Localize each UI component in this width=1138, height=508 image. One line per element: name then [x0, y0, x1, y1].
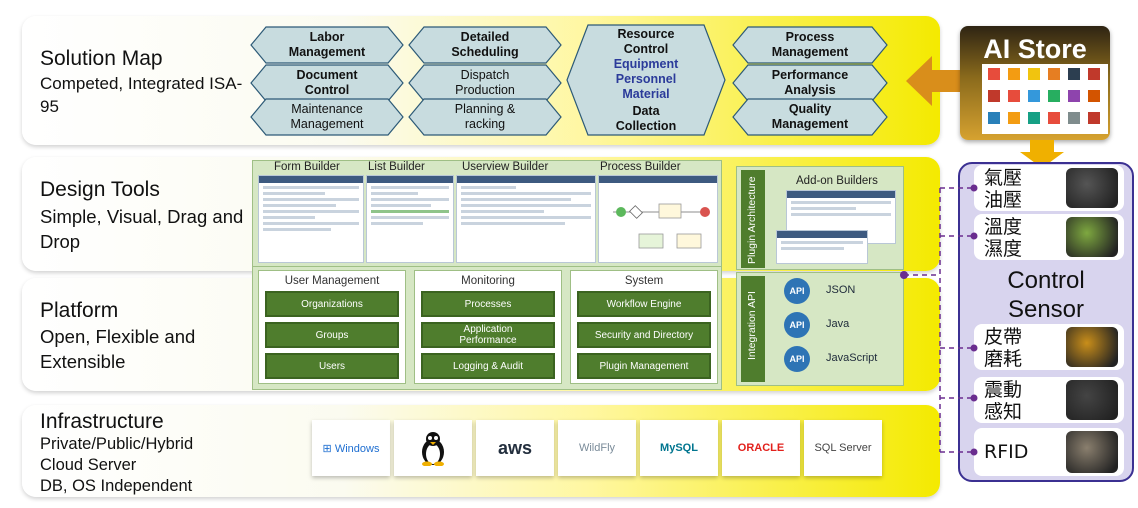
aws-logo: aws: [476, 420, 554, 476]
platform-item-button[interactable]: Security and Directory: [577, 322, 711, 348]
builder-title-list: List Builder: [368, 161, 425, 173]
platform-group-title: System: [624, 275, 664, 287]
platform-subtitle: Open, Flexible and Extensible: [40, 326, 196, 372]
platform-group-title: User Management: [284, 275, 380, 287]
resource-control-label: Resource Control: [617, 26, 675, 56]
solution-hex-label: Performance Analysis: [771, 68, 849, 97]
infrastructure-title: Infrastructure: [40, 410, 164, 433]
solution-hex-label: Planning & racking: [454, 102, 516, 131]
mysql-logo: MySQL: [640, 420, 718, 476]
builder-title-process: Process Builder: [600, 161, 681, 173]
belt-wear-sensor-icon: [1066, 327, 1118, 367]
solution-map-title: Solution Map: [40, 47, 163, 70]
integration-api-tab: [741, 276, 765, 382]
logo-label: SQL Server: [814, 442, 872, 454]
api-label: JSON: [826, 284, 856, 296]
platform-group-title: Monitoring: [461, 275, 515, 287]
temperature-humidity-sensor-icon: [1066, 217, 1118, 257]
plugin-architecture-label: Plugin Architecture: [746, 176, 758, 264]
ai-store-arrow-down: [1020, 140, 1064, 168]
resource-control-detail: Equipment Personnel Material: [613, 56, 679, 101]
solution-hex: Dispatch Production: [408, 64, 562, 102]
solution-map-subtitle: Competed, Integrated ISA-95: [40, 74, 243, 116]
pressure-gauge-icon: [1066, 168, 1118, 208]
infra-line-2: Cloud Server: [40, 456, 137, 474]
design-tools-subtitle: Simple, Visual, Drag and Drop: [40, 206, 244, 252]
platform-item-button[interactable]: Processes: [421, 291, 555, 317]
list-builder-screenshot: [366, 175, 454, 263]
solution-hex-label: Labor Management: [288, 30, 366, 59]
logo-label: MySQL: [660, 442, 698, 454]
solution-hex: Process Management: [732, 26, 888, 64]
sensor-label: 震動 感知: [984, 379, 1023, 423]
userview-builder-screenshot: [456, 175, 596, 263]
integration-api-label: Integration API: [746, 291, 758, 360]
solution-hex-label: Document Control: [296, 68, 358, 97]
solution-hex: Maintenance Management: [250, 98, 404, 136]
ai-store-arrow-left: [906, 56, 966, 106]
platform-item-button[interactable]: Plugin Management: [577, 353, 711, 379]
vibration-sensor-icon: [1066, 380, 1118, 420]
solution-hex-label: Quality Management: [771, 102, 849, 131]
infra-line-1: Private/Public/Hybrid: [40, 435, 194, 453]
api-label: JavaScript: [826, 352, 878, 364]
builder-title-form: Form Builder: [274, 161, 340, 173]
platform-item-button[interactable]: Users: [265, 353, 399, 379]
control-sensor-title: Control Sensor: [968, 266, 1124, 324]
control-sensor-title-line2: Sensor: [1007, 296, 1085, 323]
solution-hex: Planning & racking: [408, 98, 562, 136]
infra-line-3: DB, OS Independent: [40, 477, 193, 495]
control-sensor-title-line1: Control: [1007, 267, 1085, 294]
solution-hex: Labor Management: [250, 26, 404, 64]
logo-label: WildFly: [578, 442, 616, 454]
logo-label: ⊞ Windows: [322, 442, 380, 455]
logo-label: aws: [497, 437, 533, 458]
sensor-label: RFID: [984, 441, 1029, 463]
addon-screenshot-front: [776, 230, 868, 264]
api-gear-icon: API: [784, 278, 810, 304]
platform-title: Platform: [40, 299, 119, 322]
solution-hex-label: Maintenance Management: [290, 102, 364, 131]
wildfly-logo: WildFly: [558, 420, 636, 476]
sensor-label: 氣壓 油壓: [984, 167, 1023, 211]
solution-hex: Document Control: [250, 64, 404, 102]
builder-title-userview: Userview Builder: [462, 161, 549, 173]
platform-item-button[interactable]: Groups: [265, 322, 399, 348]
design-tools-title: Design Tools: [40, 178, 160, 201]
ai-store-title: AI Store: [983, 34, 1087, 64]
form-builder-screenshot: [258, 175, 364, 263]
linux-penguin-logo: [394, 420, 472, 476]
process-builder-screenshot: [598, 175, 718, 263]
windows-logo: ⊞ Windows: [312, 420, 390, 476]
solution-hex-label: Detailed Scheduling: [451, 30, 519, 59]
platform-item-button[interactable]: Workflow Engine: [577, 291, 711, 317]
addon-builders-label: Add-on Builders: [796, 175, 878, 187]
platform-item-button[interactable]: Application Performance: [421, 322, 555, 348]
platform-item-button[interactable]: Organizations: [265, 291, 399, 317]
api-gear-icon: API: [784, 346, 810, 372]
rfid-reader-icon: [1066, 431, 1118, 473]
plugin-architecture-tab: [741, 170, 765, 268]
api-label: Java: [826, 318, 850, 330]
solution-hex-label: Dispatch Production: [455, 68, 515, 97]
solution-hex: Detailed Scheduling: [408, 26, 562, 64]
logo-label: ORACLE: [737, 442, 785, 454]
sql-server-logo: SQL Server: [804, 420, 882, 476]
sensor-label: 皮帶 磨耗: [984, 326, 1023, 370]
data-collection-label: Data Collection: [615, 103, 677, 133]
solution-hex: Performance Analysis: [732, 64, 888, 102]
api-gear-icon: API: [784, 312, 810, 338]
platform-item-button[interactable]: Logging & Audit: [421, 353, 555, 379]
ai-store-app-grid: [982, 64, 1108, 134]
solution-hex-label: Process Management: [771, 30, 849, 59]
sensor-label: 溫度 濕度: [984, 216, 1023, 260]
oracle-logo: ORACLE: [722, 420, 800, 476]
sensor-connectors: [900, 184, 978, 456]
solution-hex: Quality Management: [732, 98, 888, 136]
